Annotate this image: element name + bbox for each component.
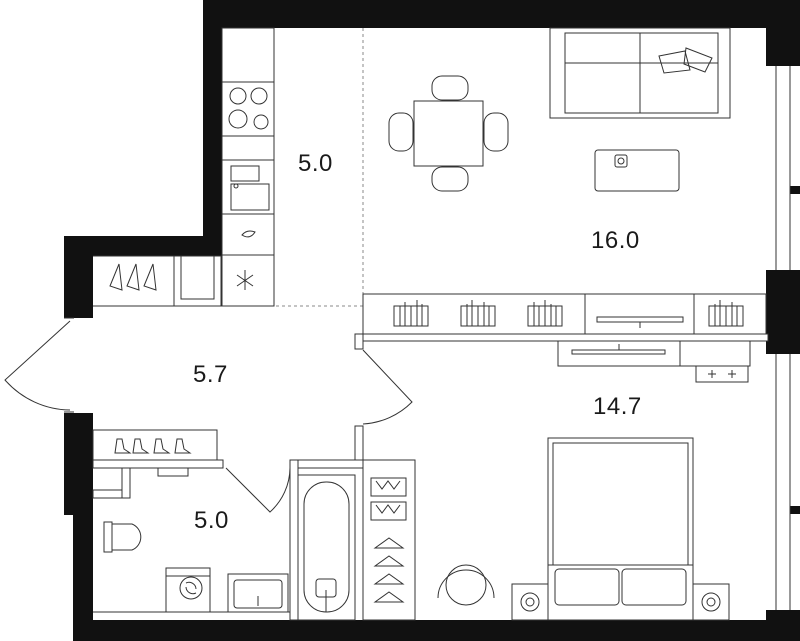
hall-area-label: 5.7 <box>193 361 228 388</box>
armchair <box>437 564 495 606</box>
washbasin-icon <box>227 573 289 613</box>
exterior-walls <box>64 0 800 641</box>
entrance-door <box>4 317 74 413</box>
shoe-rack <box>92 429 218 461</box>
sofa <box>549 27 731 119</box>
books-icon <box>527 300 563 327</box>
wardrobe <box>362 459 416 621</box>
books-icon <box>393 300 429 327</box>
interior-walls <box>92 255 769 621</box>
books-icon <box>460 300 496 327</box>
tv-unit <box>362 293 767 335</box>
kitchen-area-label: 5.0 <box>298 150 333 177</box>
nightstand <box>511 583 549 621</box>
bathtub-icon <box>297 474 356 621</box>
coffee-table <box>594 149 680 192</box>
kitchen-counter <box>93 27 275 307</box>
bathroom-door <box>225 467 291 513</box>
double-bed <box>547 437 694 621</box>
books-icon <box>708 300 744 327</box>
bathroom-area-label: 5.0 <box>194 507 229 534</box>
hanger-icon <box>373 537 405 603</box>
fridge-icon <box>236 270 254 290</box>
bedroom-door <box>362 349 413 425</box>
nightstand <box>692 583 730 621</box>
coat-hanger-icon <box>109 263 157 291</box>
living-room-area-label: 16.0 <box>591 227 640 254</box>
bedroom-area-label: 14.7 <box>593 393 642 420</box>
toilet-icon <box>103 521 142 553</box>
windows <box>775 66 791 610</box>
tv-icon <box>596 316 684 328</box>
bedroom-tv-unit <box>557 340 751 383</box>
sink-icon <box>230 165 270 211</box>
oven-icon <box>241 230 256 238</box>
stove-icon <box>228 87 269 130</box>
dining-table <box>388 75 509 192</box>
washing-machine-icon <box>165 567 211 613</box>
